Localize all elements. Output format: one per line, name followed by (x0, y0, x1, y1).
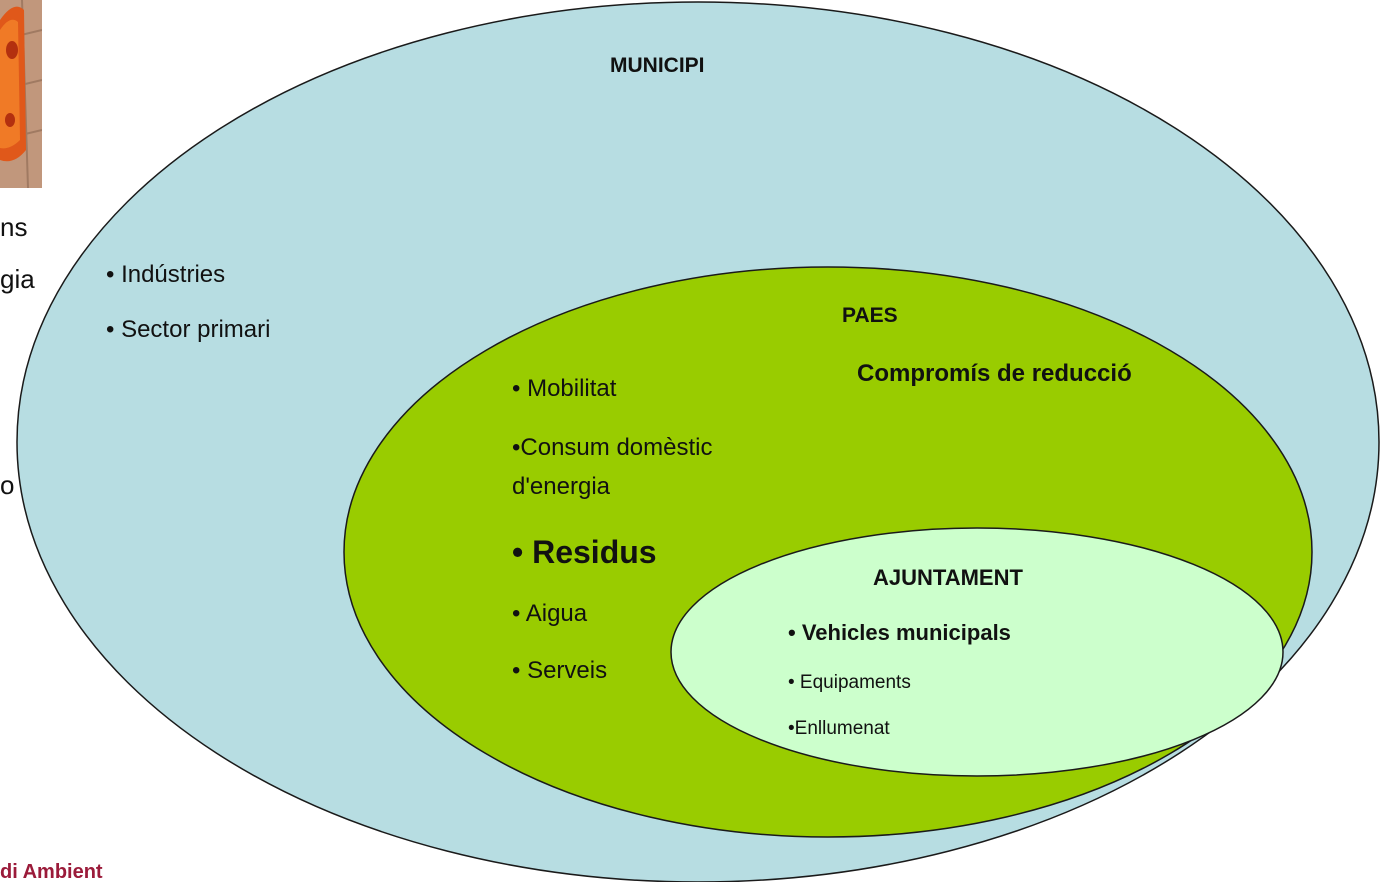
municipi-item-sector-primari: • Sector primari (106, 316, 271, 343)
footer-text: di Ambient (0, 861, 103, 882)
decorative-photo (0, 0, 42, 188)
cut-text-2: gia (0, 264, 35, 294)
ajuntament-item-equipaments: • Equipaments (788, 672, 911, 693)
ajuntament-item-enllumenat: •Enllumenat (788, 718, 890, 739)
ajuntament-title: AJUNTAMENT (873, 565, 1023, 590)
paes-item-consum-line1: •Consum domèstic (512, 434, 713, 461)
cut-text-1: ns (0, 212, 28, 242)
municipi-item-industries: • Indústries (106, 261, 226, 288)
paes-item-consum-line2: d'energia (512, 473, 610, 500)
ajuntament-ellipse (670, 527, 1284, 777)
ajuntament-item-vehicles: • Vehicles municipals (788, 620, 1011, 645)
cut-text-3: o (0, 470, 15, 500)
paes-item-serveis: • Serveis (512, 657, 608, 684)
paes-title: PAES (842, 304, 898, 327)
paes-item-aigua: • Aigua (512, 600, 588, 627)
paes-item-mobilitat: • Mobilitat (512, 375, 617, 402)
paes-commitment: Compromís de reducció (857, 360, 1132, 387)
municipi-title: MUNICIPI (610, 54, 705, 77)
paes-item-residus: • Residus (512, 534, 657, 570)
